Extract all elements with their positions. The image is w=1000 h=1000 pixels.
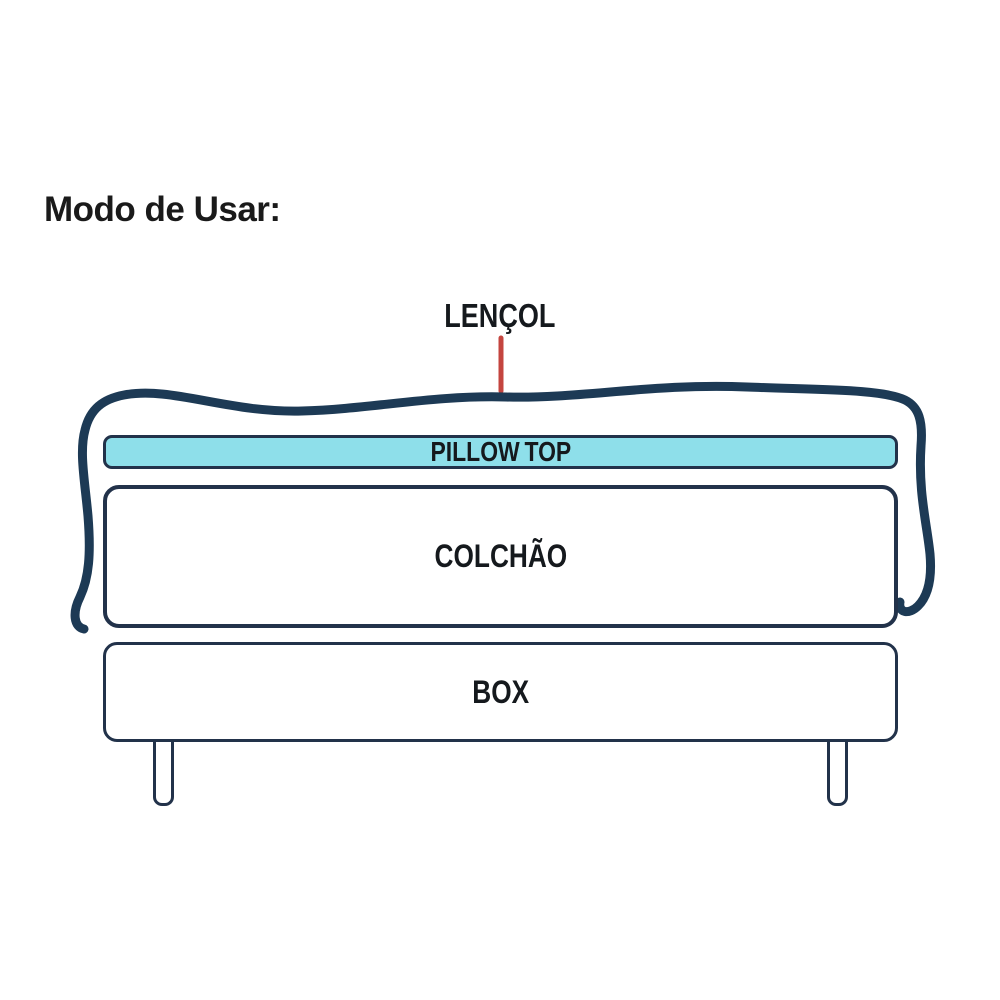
sheet-label: LENÇOL: [444, 297, 556, 334]
layer-box-base: BOX: [103, 642, 898, 742]
sheet-label-wrap: LENÇOL: [0, 297, 1000, 335]
bed-leg-right: [827, 739, 848, 806]
box-label: BOX: [472, 673, 529, 710]
mattress-label: COLCHÃO: [434, 538, 567, 574]
bed-leg-left: [153, 739, 174, 806]
page-title: Modo de Usar:: [44, 190, 281, 229]
layer-mattress: COLCHÃO: [103, 485, 898, 628]
pillow-top-label: PILLOW TOP: [430, 436, 571, 467]
layer-pillow-top: PILLOW TOP: [103, 435, 898, 469]
